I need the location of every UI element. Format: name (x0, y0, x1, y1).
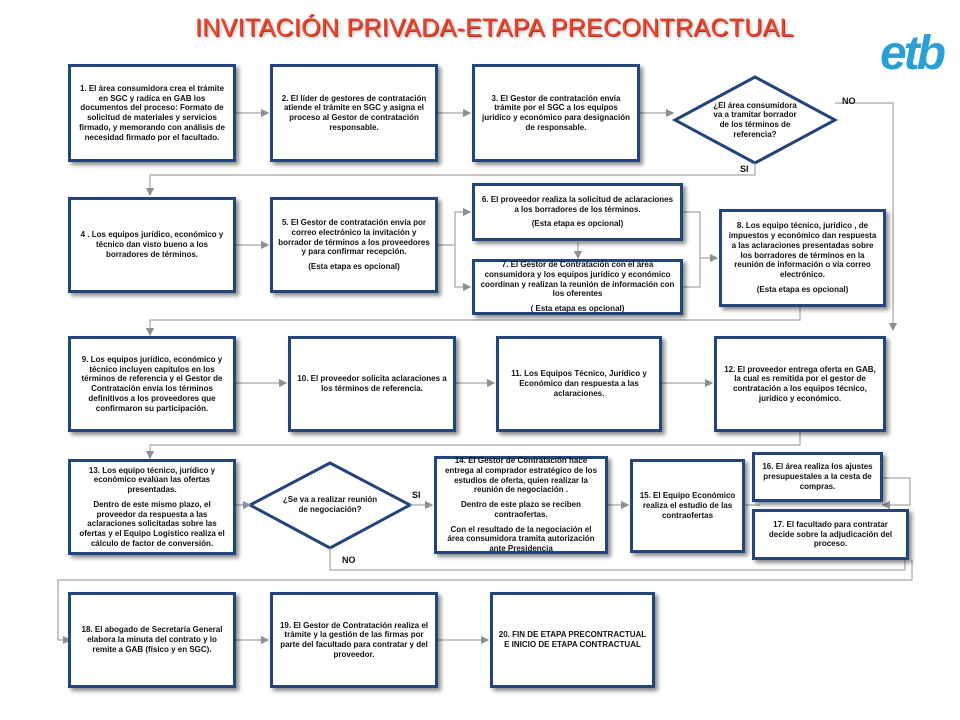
step-15-box: 15. El Equipo Económico realiza el estud… (630, 459, 745, 553)
step-7-box: 7. El Gestor de Contratación con el área… (472, 259, 683, 315)
decision-1-text: ¿El área consumidora va a tramitar borra… (713, 100, 797, 139)
s2-text-0: 2. El líder de gestores de contratación … (281, 93, 427, 132)
s17-text-0: 17. El facultado para contratar decide s… (768, 519, 893, 549)
s1-text-0: 1. El área consumidora crea el trámite e… (79, 83, 225, 142)
step-2-box: 2. El líder de gestores de contratación … (270, 64, 438, 162)
step-3-box: 3. El Gestor de contratación envía trámi… (472, 64, 640, 162)
step-16-box: 16. El área realiza los ajustes presupue… (752, 452, 883, 502)
s6-text-0: 6. El proveedor realiza la solicitud de … (481, 194, 674, 214)
step-18-box: 18. El abogado de Secretaría General ela… (68, 592, 236, 688)
s9-text-0: 9. Los equipos jurídico, económico y téc… (81, 354, 223, 413)
s8-text-0: 8. Los equipo técnico, jurídico , de imp… (728, 221, 877, 280)
etb-logo: etb (880, 30, 950, 80)
s10-text-0: 10. El proveedor solicita aclaraciones a… (297, 374, 447, 393)
step-9-box: 9. Los equipos jurídico, económico y téc… (68, 336, 236, 432)
s16-text-0: 16. El área realiza los ajustes presupue… (762, 462, 873, 491)
decision-2-yes-label: SI (412, 490, 421, 500)
s5-text-1: (Esta etapa es opcional) (308, 262, 400, 272)
s18-text-0: 18. El abogado de Secretaría General ela… (81, 625, 223, 654)
s14-text-1: Dentro de este plazo se reciben contraof… (460, 500, 582, 519)
s20-text-0: 20. FIN DE ETAPA PRECONTRACTUAL E INICIO… (498, 630, 647, 649)
s14-text-0: 14. El Gestor de Contratación hace entre… (444, 456, 598, 495)
s5-text-0: 5. El Gestor de contratación envía por c… (278, 218, 430, 257)
s4-text-0: 4 . Los equipos jurídico, económico y té… (80, 230, 224, 259)
page-title: INVITACIÓN PRIVADA-ETAPA PRECONTRACTUAL (195, 14, 794, 42)
step-11-box: 11. Los Equipos Técnico, Jurídico y Econ… (496, 336, 662, 432)
s19-text-0: 19. El Gestor de Contratación realiza el… (279, 620, 429, 659)
step-19-box: 19. El Gestor de Contratación realiza el… (270, 592, 438, 688)
step-1-box: 1. El área consumidora crea el trámite e… (68, 64, 236, 162)
s13-text-0: 13. Los equipo técnico, jurídico y econó… (88, 465, 216, 495)
step-17-box: 17. El facultado para contratar decide s… (752, 509, 909, 560)
step-4-box: 4 . Los equipos jurídico, económico y té… (68, 197, 236, 293)
s7-text-1: ( Esta etapa es opcional) (530, 304, 625, 314)
step-8-box: 8. Los equipo técnico, jurídico , de imp… (719, 209, 886, 307)
s3-text-0: 3. El Gestor de contratación envía trámi… (481, 93, 631, 132)
step-5-box: 5. El Gestor de contratación envía por c… (270, 197, 438, 293)
s7-text-0: 7. El Gestor de Contratación con el área… (480, 260, 675, 299)
s11-text-0: 11. Los Equipos Técnico, Jurídico y Econ… (511, 369, 647, 398)
s13-text-1: Dentro de este mismo plazo, el proveedor… (79, 499, 225, 548)
s8-text-1: (Esta etapa es opcional) (756, 284, 849, 294)
decision-2-no-label: NO (342, 555, 356, 565)
step-10-box: 10. El proveedor solicita aclaraciones a… (288, 336, 456, 432)
step-13-box: 13. Los equipo técnico, jurídico y econó… (68, 459, 236, 555)
step-14-box: 14. El Gestor de Contratación hace entre… (434, 456, 608, 554)
step-12-box: 12. El proveedor entrega oferta en GAB, … (714, 336, 886, 432)
step-20-box: 20. FIN DE ETAPA PRECONTRACTUAL E INICIO… (490, 592, 655, 688)
s12-text-0: 12. El proveedor entrega oferta en GAB, … (724, 364, 876, 403)
step-6-box: 6. El proveedor realiza la solicitud de … (472, 183, 683, 241)
decision-2-text: ¿Se va a realizar reunión de negociación… (282, 495, 378, 514)
decision-1-no-label: NO (842, 96, 856, 106)
s6-text-1: (Esta etapa es opcional) (531, 219, 624, 229)
s14-text-2: Con el resultado de la negociación el ár… (447, 524, 595, 554)
etb-logo-text: etb (880, 27, 946, 80)
decision-1-yes-label: SI (740, 164, 749, 174)
s15-text-0: 15. El Equipo Económico realiza el estud… (639, 491, 736, 520)
